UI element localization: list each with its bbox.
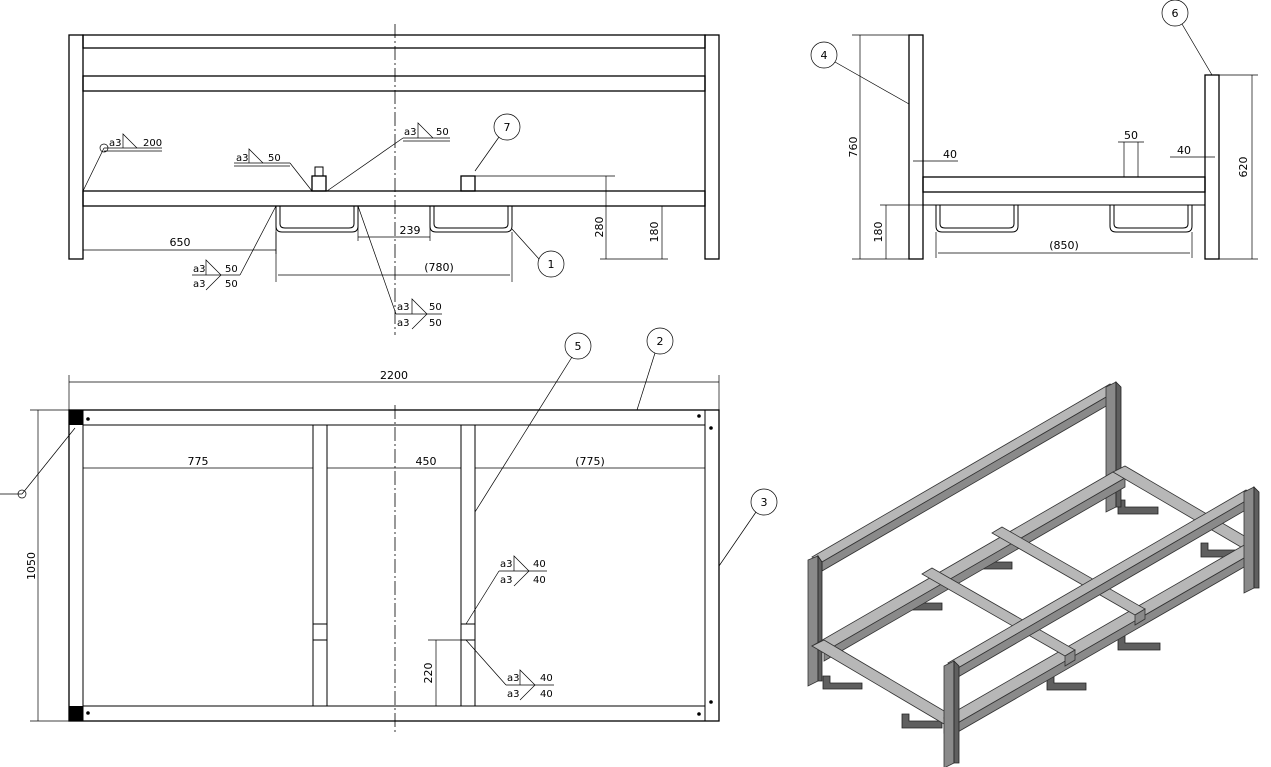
weld-7-l-bot: 40 bbox=[540, 689, 553, 700]
dim-775: 775 bbox=[188, 455, 209, 468]
dim-180-side: 180 bbox=[872, 222, 885, 243]
dim-2200: 2200 bbox=[380, 369, 408, 382]
dim-239: 239 bbox=[400, 224, 421, 237]
weld-3-l: 50 bbox=[436, 127, 449, 138]
weld-4-a-top: a3 bbox=[193, 264, 206, 275]
weld-6-l-bot: 40 bbox=[533, 575, 546, 586]
weld-2-a: a3 bbox=[236, 153, 249, 164]
weld-6-a-bot: a3 bbox=[500, 575, 513, 586]
dim-775-ref: (775) bbox=[575, 455, 605, 468]
callout-7: 7 bbox=[504, 121, 511, 134]
weld-2-l: 50 bbox=[268, 153, 281, 164]
dim-280: 280 bbox=[593, 217, 606, 238]
dim-850: (850) bbox=[1049, 239, 1079, 252]
isometric-frame-view bbox=[807, 381, 1260, 767]
callout-4: 4 bbox=[821, 49, 828, 62]
dim-620: 620 bbox=[1237, 157, 1250, 178]
dim-220: 220 bbox=[422, 663, 435, 684]
weld-5-a-bot: a3 bbox=[397, 318, 410, 329]
dim-780: (780) bbox=[424, 261, 454, 274]
callout-5: 5 bbox=[575, 340, 582, 353]
weld-4-l-bot: 50 bbox=[225, 279, 238, 290]
iso-foot-4 bbox=[1117, 635, 1161, 651]
dim-1050: 1050 bbox=[25, 552, 38, 580]
weld-7-l-top: 40 bbox=[540, 673, 553, 684]
callout-1: 1 bbox=[548, 258, 555, 271]
dim-760: 760 bbox=[847, 137, 860, 158]
callout-6: 6 bbox=[1172, 7, 1179, 20]
weld-7-a-top: a3 bbox=[507, 673, 520, 684]
weld-6-a-top: a3 bbox=[500, 559, 513, 570]
front-view: 650 239 (780) 280 180 a3 200 a3 50 bbox=[68, 24, 720, 335]
weld-1-l: 200 bbox=[143, 138, 162, 149]
weld-7-a-bot: a3 bbox=[507, 689, 520, 700]
dim-40-left: 40 bbox=[943, 148, 957, 161]
weld-3-a: a3 bbox=[404, 127, 417, 138]
weld-5-l-bot: 50 bbox=[429, 318, 442, 329]
weld-1-a: a3 bbox=[109, 138, 122, 149]
iso-foot-5 bbox=[1117, 499, 1159, 515]
weld-6-l-top: 40 bbox=[533, 559, 546, 570]
dim-650: 650 bbox=[170, 236, 191, 249]
dim-450: 450 bbox=[416, 455, 437, 468]
dim-40-right: 40 bbox=[1177, 144, 1191, 157]
iso-foot-1 bbox=[822, 675, 863, 690]
weld-5-a-top: a3 bbox=[397, 302, 410, 313]
weld-4-l-top: 50 bbox=[225, 264, 238, 275]
weld-4-a-bot: a3 bbox=[193, 279, 206, 290]
top-view: 2200 1050 775 450 (775) 220 a3 40 a3 40 … bbox=[0, 327, 778, 735]
iso-foot-3 bbox=[1046, 675, 1087, 691]
side-view: 760 180 40 50 40 620 (850) 4 6 bbox=[810, 0, 1258, 260]
dim-180: 180 bbox=[648, 222, 661, 243]
dim-50-side: 50 bbox=[1124, 129, 1138, 142]
callout-2: 2 bbox=[657, 335, 664, 348]
weld-5-l-top: 50 bbox=[429, 302, 442, 313]
callout-3: 3 bbox=[761, 496, 768, 509]
